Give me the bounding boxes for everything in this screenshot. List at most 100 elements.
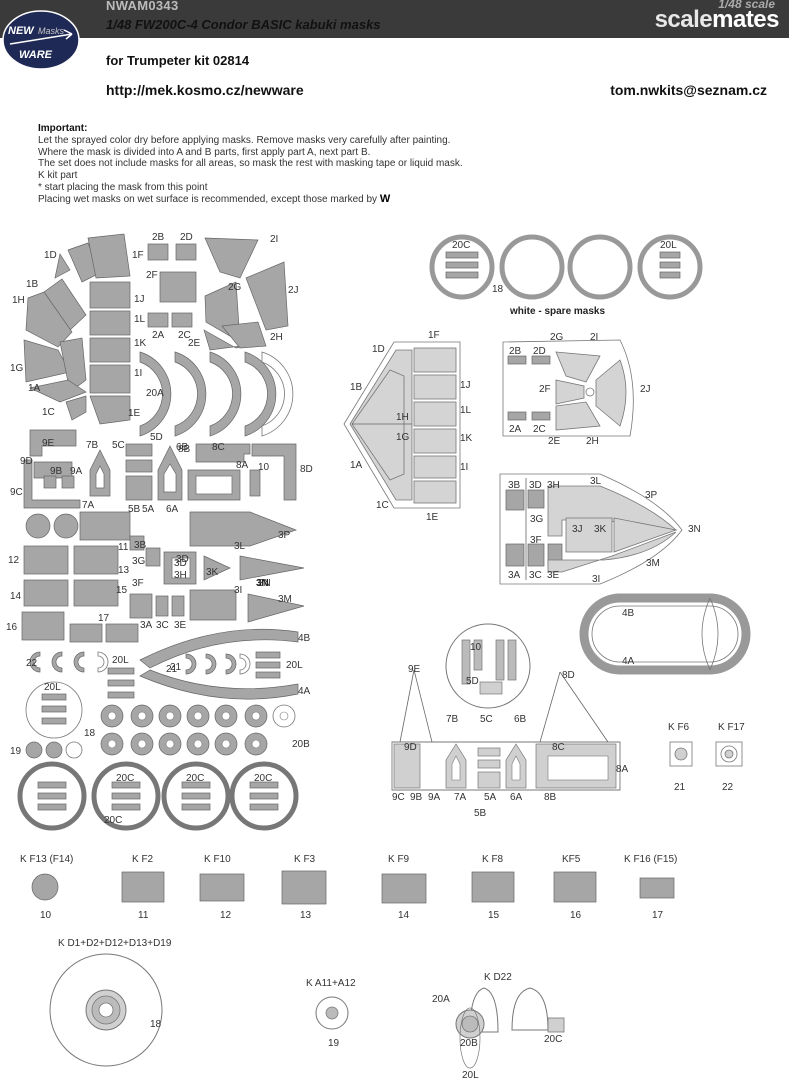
- mask-1L: [89, 310, 131, 336]
- canopy-label-1I: 1I: [460, 462, 468, 473]
- small-wheel-num-label: 19: [328, 1038, 340, 1049]
- mask-20L-bar: [107, 691, 135, 699]
- detail-label-9B: 9B: [410, 792, 423, 803]
- nose-label-3M: 3M: [646, 558, 660, 569]
- cockpit-label-2D: 2D: [533, 346, 546, 357]
- sheet-label-2E: 2E: [188, 338, 201, 349]
- sheet-label-2G: 2G: [228, 282, 242, 293]
- nose-label-3E: 3E: [547, 570, 560, 581]
- kit-label-KF6: K F6: [668, 722, 690, 733]
- sheet-label-5C: 5C: [112, 440, 125, 451]
- nose-label-3J: 3J: [572, 524, 583, 535]
- sheet-label-14: 14: [10, 591, 22, 602]
- sheet-label-3D: 3D: [174, 558, 187, 569]
- sheet-label-7A: 7A: [82, 500, 95, 511]
- d22-diagram: [455, 987, 565, 1069]
- sheet-label-6B: 6B: [176, 442, 189, 453]
- canopy-label-1J: 1J: [460, 380, 471, 391]
- d22-20L: 20L: [462, 1070, 479, 1080]
- sheet-label-3I: 3I: [234, 585, 242, 596]
- mask-3JK-cut: [171, 557, 191, 579]
- bottom-kit-label: K F8: [482, 854, 504, 865]
- sheet-label-1C: 1C: [42, 407, 55, 418]
- mask-16: [21, 611, 65, 641]
- cockpit-label-2E: 2E: [548, 436, 561, 447]
- nose-label-3A: 3A: [508, 570, 521, 581]
- sheet-label-3B: 3B: [134, 540, 147, 551]
- sheet-label-20L-b: 20L: [286, 660, 303, 671]
- bottom-kit-label: K F3: [294, 854, 316, 865]
- mask-17b: [105, 623, 139, 643]
- cockpit-diagram: [502, 339, 634, 437]
- detail-label-9E: 9E: [408, 664, 421, 675]
- mask-20L-bar: [255, 671, 281, 679]
- sheet-label-16: 16: [6, 622, 18, 633]
- sheet-label-2A: 2A: [152, 330, 165, 341]
- mask-8C: [195, 443, 251, 463]
- sheet-label-8D: 8D: [300, 464, 313, 475]
- mask-11a: [79, 511, 131, 541]
- sheet-label-3G: 3G: [132, 556, 146, 567]
- bottom-kit-label: K F13 (F14): [20, 854, 73, 865]
- wheel-diagram: [49, 953, 163, 1067]
- sheet-label-1D: 1D: [44, 250, 57, 261]
- sheet-label-13: 13: [118, 565, 130, 576]
- d22-kit-label: K D22: [484, 972, 512, 983]
- email-link[interactable]: tom.nwkits@seznam.cz: [610, 82, 767, 98]
- sheet-label-22: 22: [26, 658, 38, 669]
- website-link[interactable]: http://mek.kosmo.cz/newware: [106, 82, 304, 98]
- detail-label-9D: 9D: [404, 742, 417, 753]
- instruction-line: * start placing the mask from this point: [38, 181, 208, 193]
- cockpit-label-2G: 2G: [550, 332, 564, 343]
- mask-4A: [139, 669, 299, 700]
- mask-5B: [125, 475, 153, 501]
- bottom-kit-label: K F2: [132, 854, 154, 865]
- sheet-label-20B: 20B: [292, 739, 310, 750]
- sheet-label-1G: 1G: [10, 363, 24, 374]
- sheet-label-20L: 20L: [112, 655, 129, 666]
- detail-diagram: [391, 623, 621, 791]
- sheet-label-3E: 3E: [174, 620, 187, 631]
- scale-label: 1/48 scale: [718, 0, 775, 11]
- canopy-label-1F: 1F: [428, 330, 440, 341]
- mask-3L: [239, 555, 305, 581]
- mask-22-spare: [97, 651, 109, 673]
- mask-3M: [247, 593, 305, 623]
- small-wheel-kit-label: K A11+A12: [306, 978, 356, 989]
- detail-label-5D: 5D: [466, 676, 479, 687]
- mask-sheet: [17, 233, 305, 831]
- bottom-num-label: 14: [398, 910, 410, 921]
- canopy-label-1L: 1L: [460, 405, 472, 416]
- mask-20A-2: [174, 351, 207, 437]
- sheet-label-3N: 3N: [258, 578, 271, 589]
- canopy-label-1A: 1A: [350, 460, 363, 471]
- sheet-label-1B: 1B: [26, 279, 39, 290]
- canopy-label-1B: 1B: [350, 382, 363, 393]
- sheet-label-1E: 1E: [128, 408, 141, 419]
- small-wheel-diagram: [315, 996, 349, 1030]
- cockpit-label-2J: 2J: [640, 384, 651, 395]
- logo-ware-text: WARE: [19, 49, 53, 61]
- mask-20A-4: [244, 351, 277, 437]
- mask-1K: [89, 337, 131, 363]
- mask-3A: [129, 593, 153, 619]
- nose-label-3C: 3C: [529, 570, 542, 581]
- sheet-label-9C: 9C: [10, 487, 23, 498]
- sheet-label-20C-b: 20C: [116, 773, 134, 784]
- mask-20A-spare: [261, 351, 294, 437]
- instruction-line: The set does not include masks for all a…: [38, 158, 463, 170]
- mask-5D: [125, 443, 153, 457]
- mask-1G-b: [59, 337, 87, 393]
- sheet-label-8C: 8C: [212, 442, 225, 453]
- mask-1E: [89, 395, 131, 425]
- mask-1H: [25, 291, 73, 348]
- instruction-line: Placing wet masks on wet surface is reco…: [38, 193, 463, 206]
- nose-label-3N: 3N: [688, 524, 701, 535]
- sheet-label-3N-bold: 3N: [256, 578, 269, 589]
- sheet-label-9A: 9A: [70, 466, 83, 477]
- logo-masks-text: Masks: [38, 26, 65, 36]
- cockpit-label-2I: 2I: [590, 332, 598, 343]
- sheet-label-2H: 2H: [270, 332, 283, 343]
- sheet-label-3A: 3A: [140, 620, 153, 631]
